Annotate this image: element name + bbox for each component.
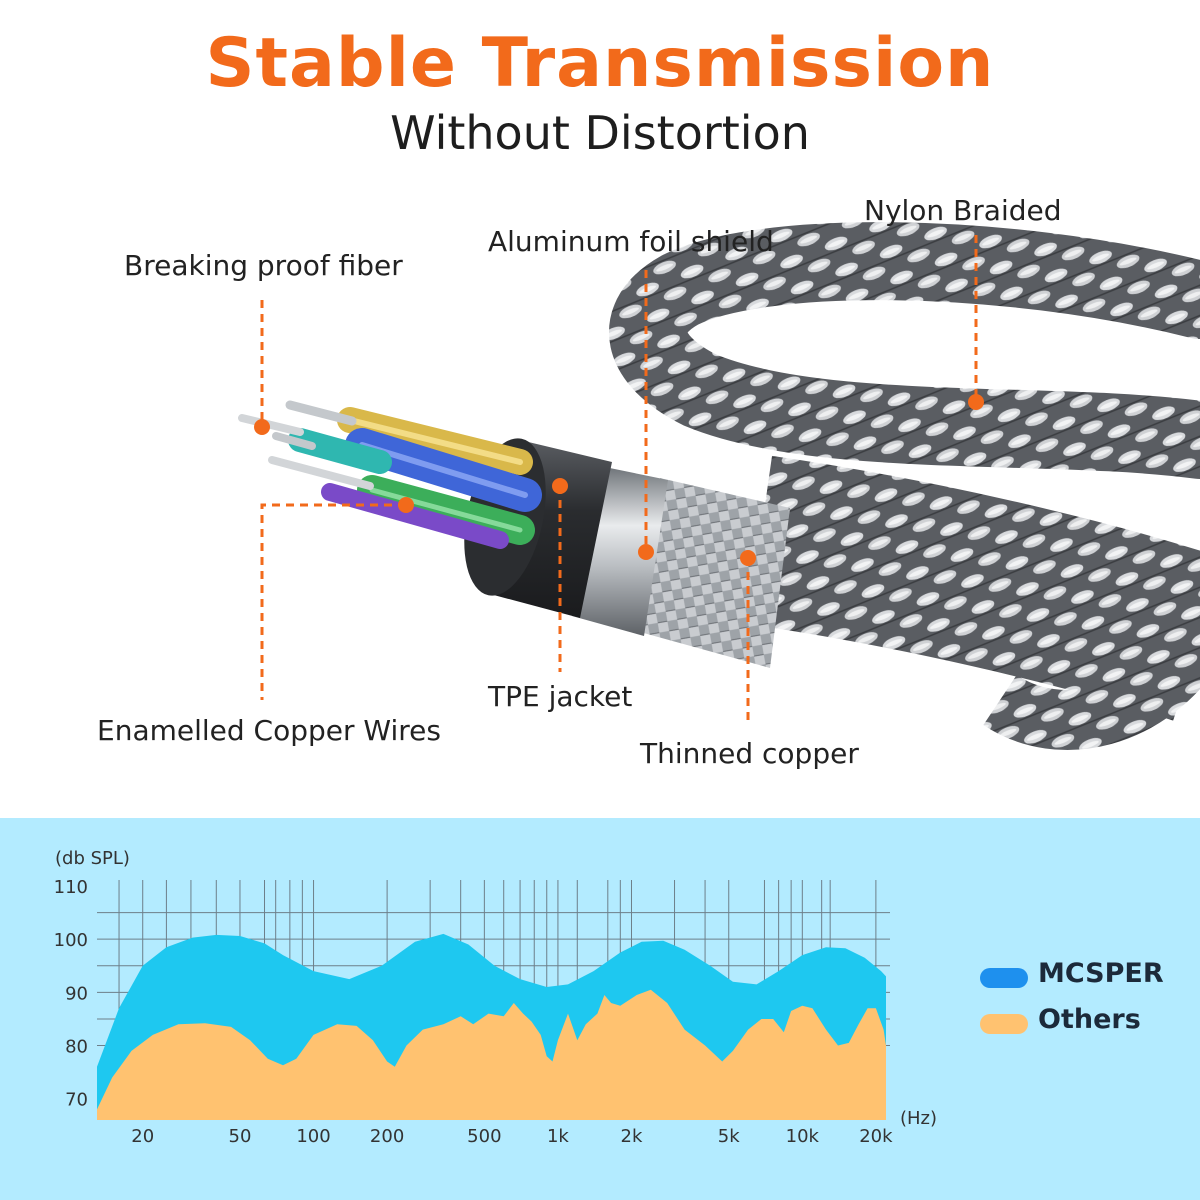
braided-coil-front	[983, 623, 1200, 750]
x-tick-label: 100	[296, 1126, 330, 1147]
legend-label-mcsper: MCSPER	[1038, 958, 1164, 989]
enamelled-wires	[238, 400, 542, 549]
y-tick-label: 80	[65, 1037, 88, 1058]
x-tick-label: 1k	[547, 1126, 569, 1147]
x-axis-label: (Hz)	[900, 1108, 937, 1129]
label-nylon-braided: Nylon Braided	[864, 194, 1062, 227]
braided-coil-back	[609, 222, 1200, 479]
frequency-chart-panel: 110 100 90 80 70 20 50 100 200 500 1k 2k 5k 10k 20k (d…	[0, 818, 1200, 1200]
label-enamelled-copper-wires: Enamelled Copper Wires	[97, 714, 441, 747]
x-tick-label: 20	[131, 1126, 154, 1147]
y-axis-label: (db SPL)	[55, 848, 130, 869]
x-tick-label: 20k	[859, 1126, 893, 1147]
y-tick-label: 100	[54, 930, 88, 951]
callout-leaders	[260, 235, 978, 726]
legend-swatch-mcsper	[980, 968, 1028, 988]
page-title: Stable Transmission	[205, 24, 995, 103]
label-thinned-copper: Thinned copper	[640, 737, 859, 770]
page-subtitle: Without Distortion	[390, 106, 810, 160]
y-tick-label: 70	[65, 1090, 88, 1111]
x-tick-label: 2k	[621, 1126, 643, 1147]
label-tpe-jacket: TPE jacket	[488, 680, 633, 713]
callout-dots	[254, 394, 984, 566]
copper-mesh-sleeve	[640, 478, 790, 668]
y-tick-label: 110	[54, 877, 88, 898]
x-tick-label: 5k	[718, 1126, 740, 1147]
series-area-others	[97, 989, 886, 1120]
x-tick-label: 10k	[786, 1126, 820, 1147]
braided-cable-main	[747, 455, 1200, 721]
x-tick-label: 200	[370, 1126, 404, 1147]
legend-label-others: Others	[1038, 1004, 1141, 1035]
label-aluminum-foil-shield: Aluminum foil shield	[488, 225, 774, 258]
x-tick-label: 500	[467, 1126, 501, 1147]
legend-swatch-others	[980, 1014, 1028, 1034]
x-tick-label: 50	[229, 1126, 252, 1147]
y-tick-label: 90	[65, 983, 88, 1004]
label-breaking-proof-fiber: Breaking proof fiber	[124, 249, 403, 282]
cable-illustration	[238, 222, 1200, 750]
frequency-response-chart: 110 100 90 80 70 20 50 100 200 500 1k 2k 5k 10k 20k (d…	[0, 818, 1200, 1200]
